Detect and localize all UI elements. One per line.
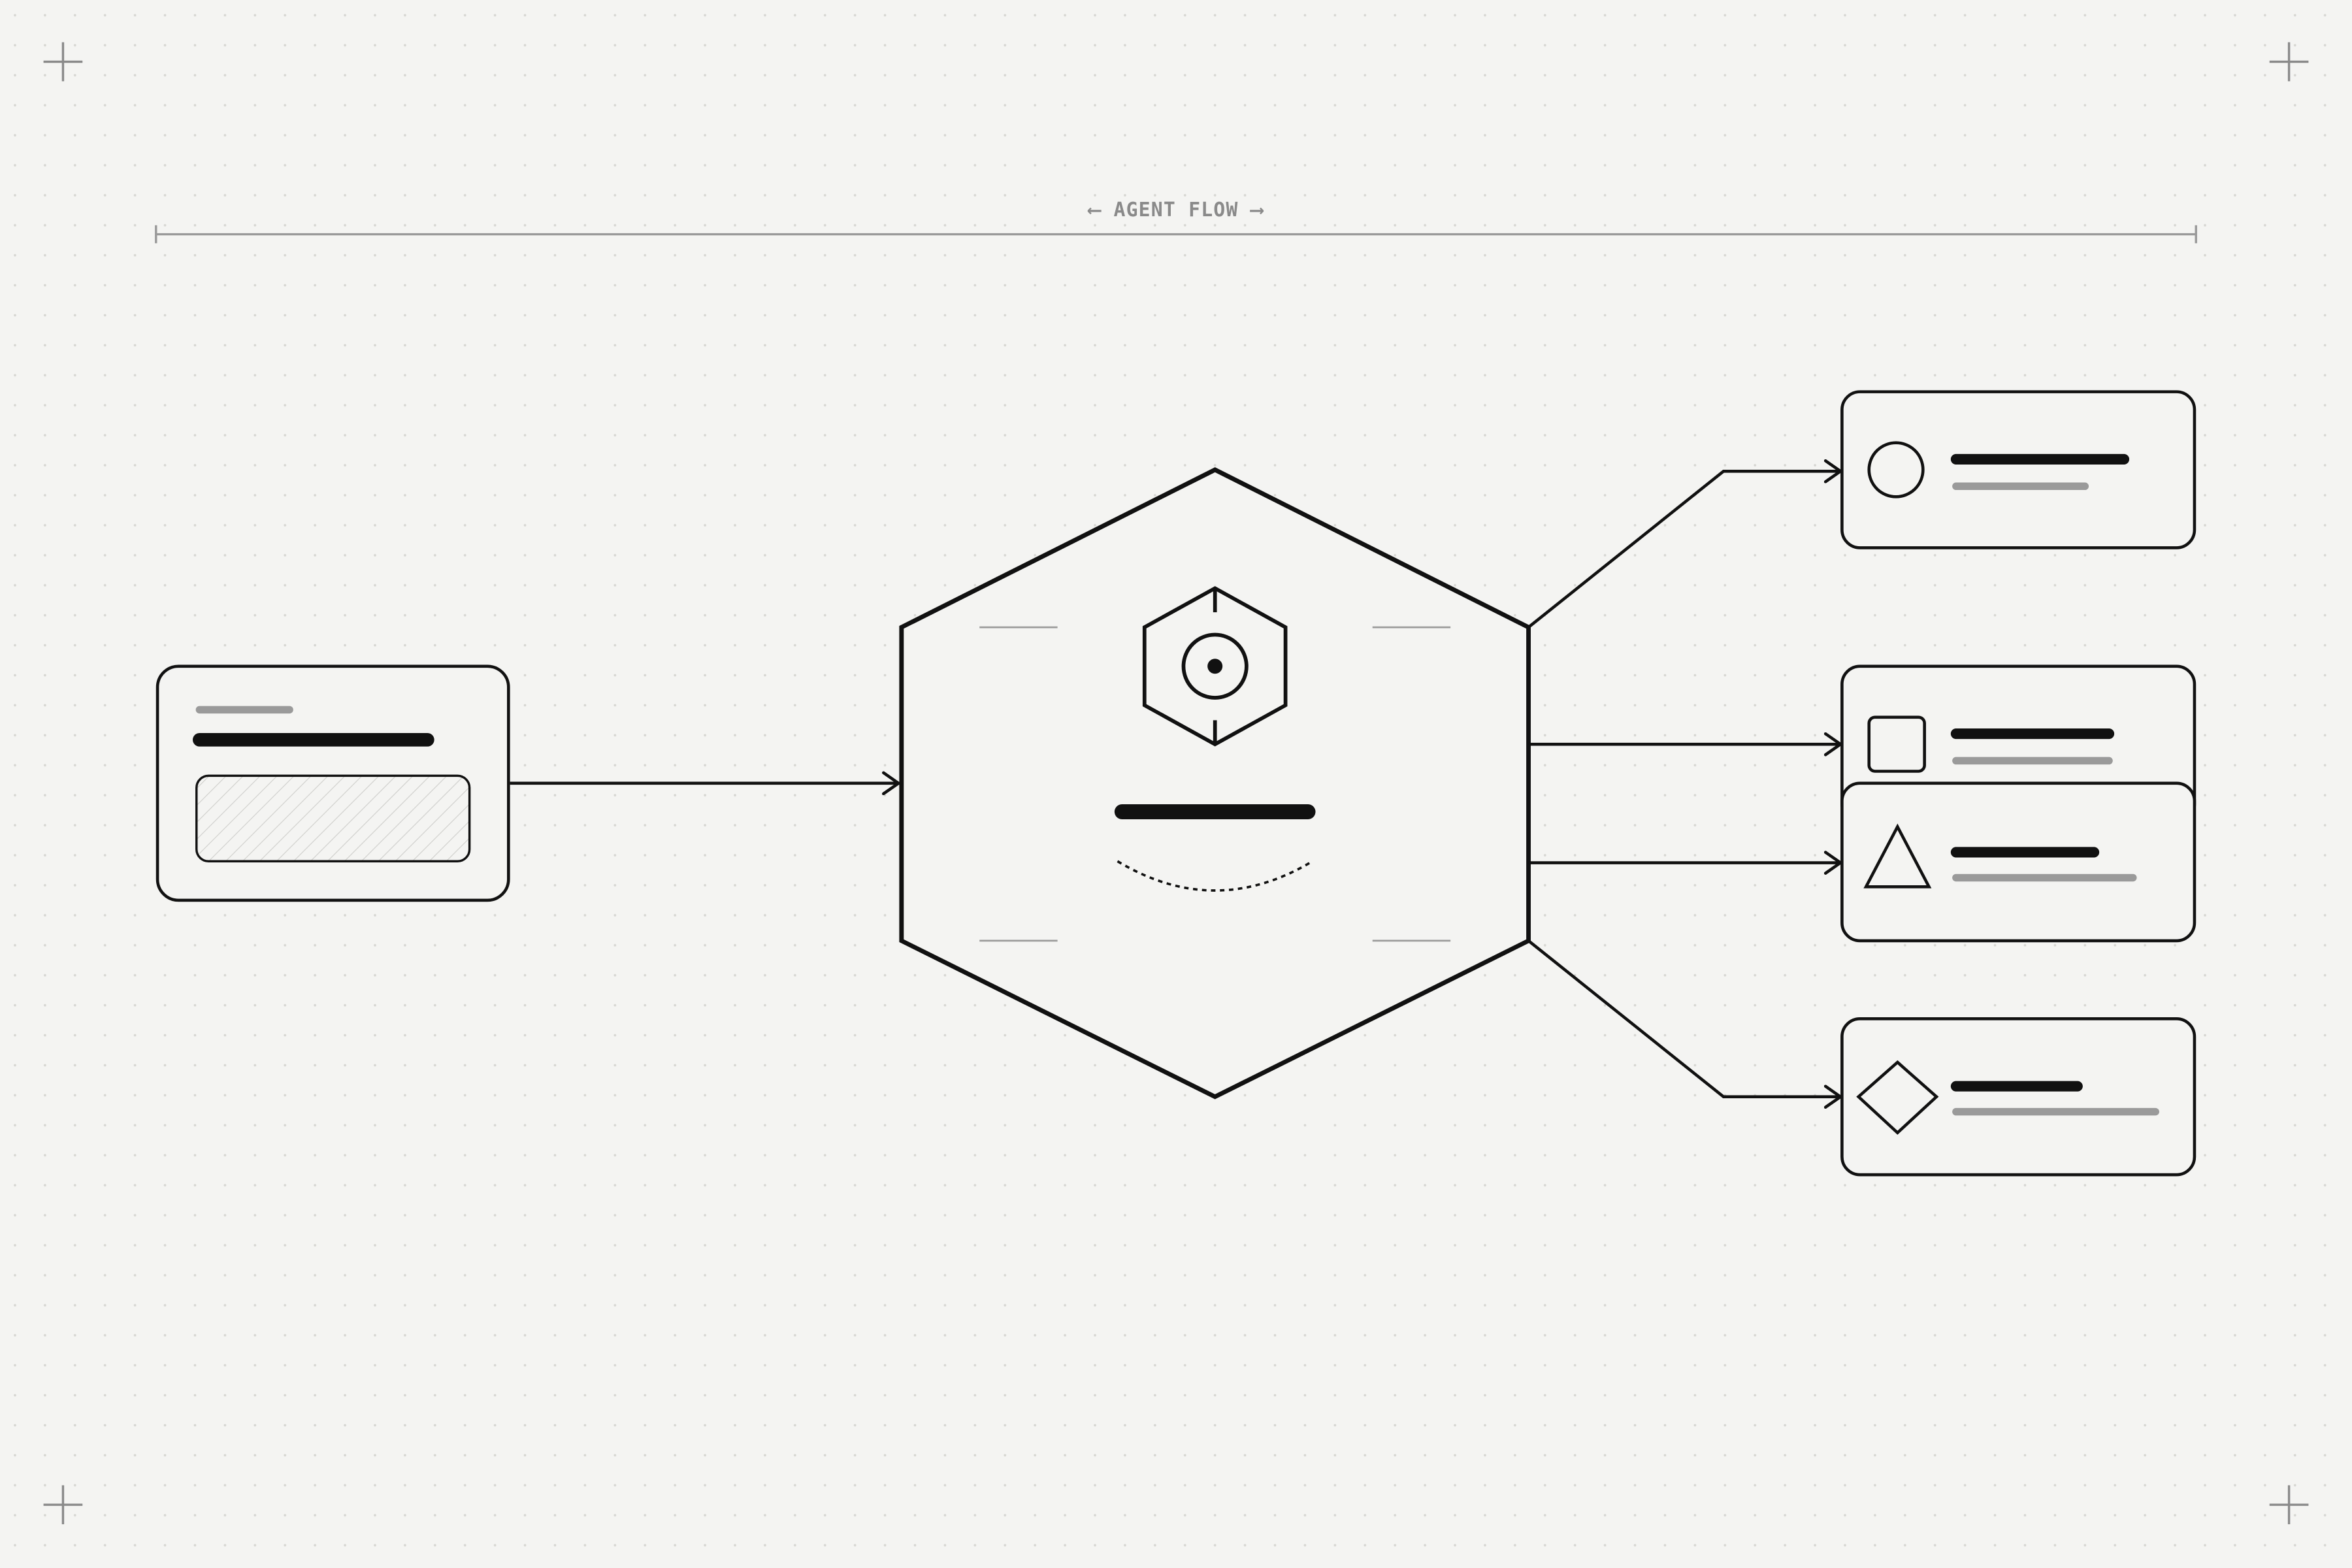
target-hex-icon: [1142, 586, 1288, 747]
hub-output-connectors: [1527, 459, 1842, 1109]
output-card-4-frame: [1840, 1017, 2197, 1177]
diamond-icon: [1856, 1060, 1939, 1135]
input-card: [155, 664, 510, 902]
hub-to-output-4-arrow: [1527, 939, 1842, 1109]
hub-to-output-1-arrow: [1527, 459, 1842, 629]
corner-marks: [43, 42, 2309, 1525]
square-icon: [1867, 715, 1926, 773]
input-field-placeholder: [195, 774, 471, 862]
output-card-1-frame: [1840, 390, 2197, 549]
diagram-title: ⟵ AGENT FLOW ⟶: [1087, 199, 1264, 221]
hub-smile-arc: [1117, 860, 1313, 892]
output-card-4: [1840, 1017, 2197, 1177]
hub-inner-ticks: [979, 626, 1451, 942]
output-card-1: [1840, 390, 2197, 549]
circle-icon: [1867, 441, 1925, 498]
triangle-icon: [1863, 823, 1932, 889]
output-card-3: [1840, 781, 2197, 943]
output-card-3-frame: [1840, 781, 2197, 943]
title-dimension-line: [155, 225, 2197, 244]
